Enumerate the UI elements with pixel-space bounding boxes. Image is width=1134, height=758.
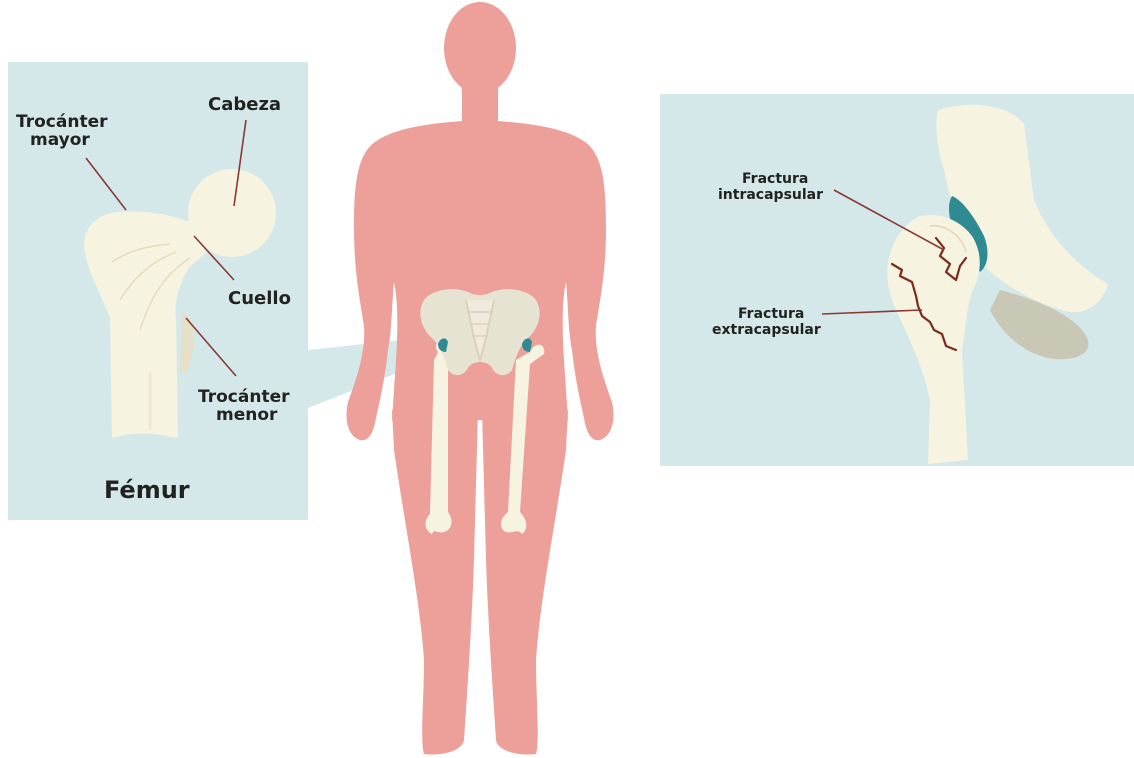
body-neck: [462, 82, 498, 122]
lesser-trochanter-label-line1: Trocánter: [198, 387, 290, 407]
intracapsular-label-line1: Fractura: [742, 171, 808, 187]
body-head: [444, 2, 516, 94]
lesser-trochanter-label-line2: menor: [216, 405, 278, 425]
head-label: Cabeza: [208, 94, 281, 115]
hip-panel: Fractura intracapsular Fractura extracap…: [660, 94, 1134, 466]
extracapsular-label-line1: Fractura: [738, 306, 804, 322]
body-right-leg: [482, 410, 568, 754]
neck-label: Cuello: [228, 288, 291, 309]
intracapsular-label-line2: intracapsular: [718, 187, 823, 203]
extracapsular-label-line2: extracapsular: [712, 322, 821, 338]
greater-trochanter-label-line1: Trocánter: [16, 112, 108, 132]
femur-panel: Trocánter mayor Cabeza Cuello Trocánter …: [8, 62, 308, 520]
greater-trochanter-label-line2: mayor: [30, 130, 90, 150]
femur-caption: Fémur: [104, 476, 190, 504]
body-torso: [347, 120, 614, 440]
human-silhouette-icon: [347, 2, 614, 754]
